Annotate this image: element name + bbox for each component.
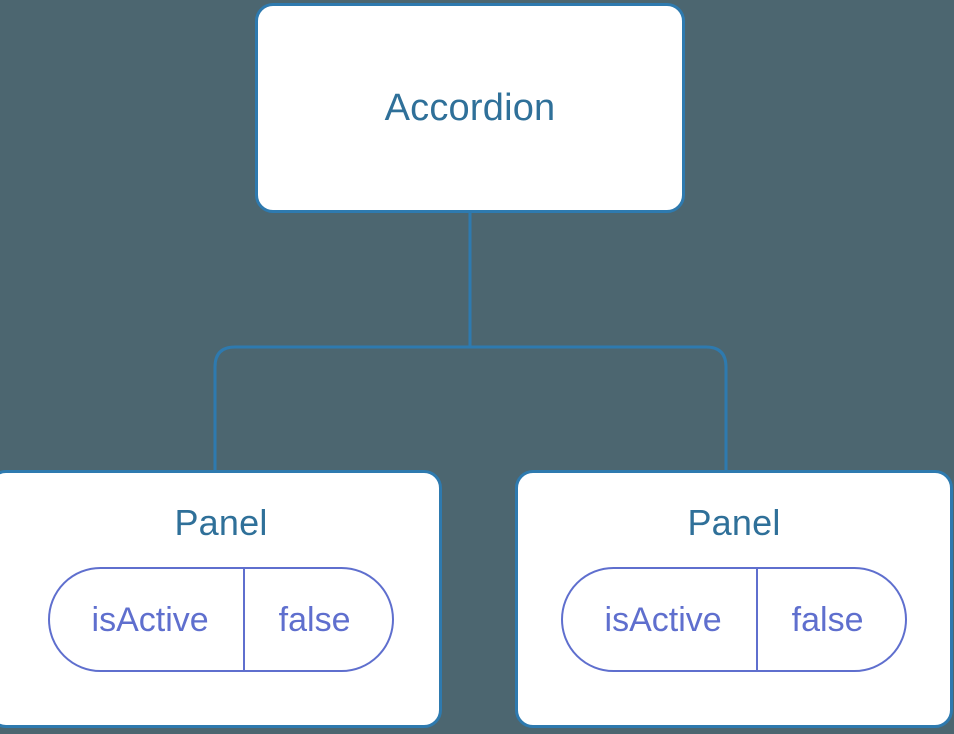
edge-accordion-to-panel-right: [470, 345, 728, 472]
node-panel-left[interactable]: Panel isActive false: [0, 470, 442, 728]
node-panel-left-content: Panel isActive false: [0, 505, 439, 672]
state-pill-panel-right-value: false: [755, 569, 906, 670]
state-pill-panel-right-key: isActive: [604, 600, 722, 639]
state-pill-panel-left-value: false: [242, 569, 393, 670]
edge-accordion-to-panel-left: [213, 345, 470, 472]
node-panel-left-title: Panel: [174, 502, 268, 543]
node-panel-right-content: Panel isActive false: [518, 505, 950, 672]
node-accordion-title: Accordion: [384, 87, 556, 129]
state-pill-panel-left[interactable]: isActive false: [47, 567, 395, 672]
node-accordion-content: Accordion: [258, 89, 682, 127]
node-panel-right-title: Panel: [687, 502, 781, 543]
node-panel-right[interactable]: Panel isActive false: [515, 470, 953, 728]
node-accordion[interactable]: Accordion: [255, 3, 685, 213]
state-pill-panel-right[interactable]: isActive false: [560, 567, 908, 672]
state-pill-panel-left-key: isActive: [91, 600, 209, 639]
